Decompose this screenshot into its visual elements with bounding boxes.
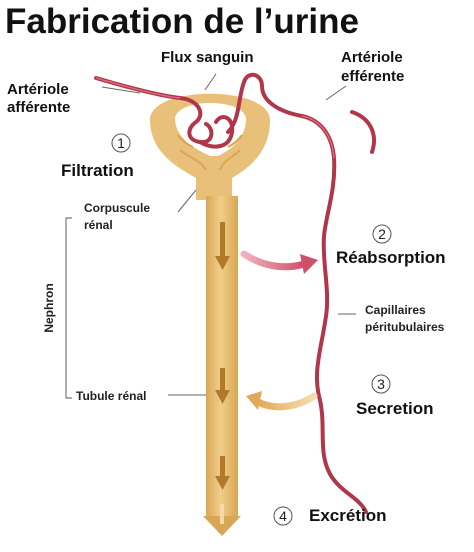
nephron-bracket: [65, 217, 72, 399]
step-1: 1 Filtration: [61, 133, 134, 180]
arteriole-afferente-label: Artériole afférente: [7, 81, 73, 116]
reabsorption-arrow: [240, 250, 318, 274]
diagram-title: Fabrication de l’urine: [5, 2, 359, 41]
flux-sanguin-label: Flux sanguin: [161, 49, 254, 66]
tubule-renal-label: Tubule rénal: [76, 389, 146, 403]
nephron-label: Nephron: [42, 283, 56, 332]
step-3: 3 Secretion: [356, 374, 433, 418]
step-4-label: Excrétion: [309, 506, 386, 525]
step-4-number: 4: [279, 508, 287, 524]
step-1-label: Filtration: [61, 161, 134, 180]
step-4: 4 Excrétion: [273, 506, 386, 526]
capillary-branch: [350, 110, 376, 154]
step-3-number: 3: [377, 376, 385, 392]
leader-lines: [101, 73, 356, 396]
step-2-label: Réabsorption: [336, 248, 446, 267]
tubule-flow-arrows: [215, 222, 230, 490]
step-2-number: 2: [378, 226, 386, 242]
efferent-arteriole: [226, 72, 368, 514]
step-2: 2 Réabsorption: [336, 224, 446, 267]
blood-vessels: [94, 72, 376, 514]
arteriole-efferente-label: Artériole efférente: [341, 49, 407, 85]
capillaires-label: Capillaires péritubulaires: [365, 303, 445, 334]
step-1-number: 1: [117, 135, 125, 151]
glomerulus-loop: [198, 115, 235, 149]
secretion-arrow: [246, 391, 318, 411]
corpuscule-renal-label: Corpuscule rénal: [84, 201, 153, 232]
step-3-label: Secretion: [356, 399, 433, 418]
